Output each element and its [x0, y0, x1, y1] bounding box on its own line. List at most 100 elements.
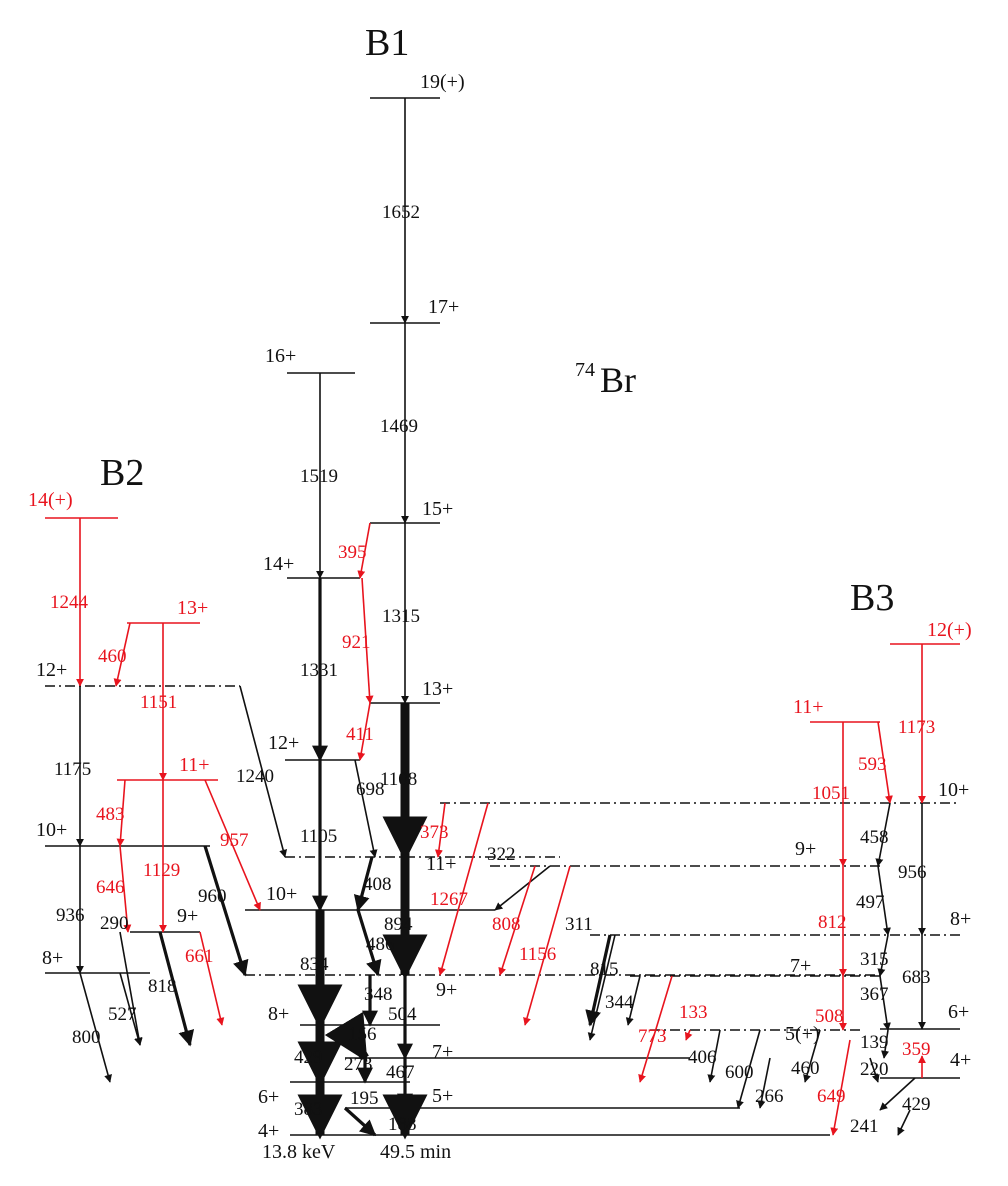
- transition-energy-818: 818: [148, 976, 177, 997]
- transition-energy-395: 395: [338, 542, 367, 563]
- spin-label-b1-19: 19(+): [420, 71, 465, 93]
- transition-energy-1652: 1652: [382, 202, 420, 223]
- band-title-b2: B2: [100, 452, 144, 494]
- transition-energy-373: 373: [420, 822, 449, 843]
- transition-energy-1129: 1129: [143, 860, 180, 881]
- spin-label-b3-8: 8+: [950, 908, 971, 930]
- transition-energy-646: 646: [96, 877, 125, 898]
- transition-energy-273: 273: [344, 1054, 373, 1075]
- transition-energy-1105: 1105: [300, 826, 337, 847]
- spin-label-b1-11: 11+: [426, 853, 457, 875]
- transition-497-arrow: [877, 865, 891, 936]
- transition-energy-957: 957: [220, 830, 249, 851]
- transition-960-arrow: [203, 845, 249, 977]
- transition-649-arrow: [830, 1039, 851, 1136]
- spin-label-b2-12: 12+: [36, 659, 67, 681]
- transition-593-arrow: [877, 721, 893, 804]
- labels-layer: 4+5+6+7+8+9+10+11+12+13+14+15+16+17+19(+…: [28, 71, 972, 1142]
- transition-energy-1151: 1151: [140, 692, 177, 713]
- transition-energy-460: 460: [791, 1058, 820, 1079]
- transition-290-arrow: [119, 931, 143, 1046]
- spin-label-b2-9: 9+: [177, 905, 198, 927]
- transition-483-arrow: [116, 779, 126, 847]
- spin-label-b1-10: 10+: [266, 883, 297, 905]
- transition-266-arrow: [757, 1057, 771, 1109]
- spin-label-b1-6: 6+: [258, 1086, 279, 1108]
- transition-486-arrow: [356, 909, 382, 977]
- transition-1267-arrow: [438, 802, 489, 976]
- transition-energy-698: 698: [356, 779, 385, 800]
- transition-energy-322: 322: [487, 844, 516, 865]
- transition-energy-359: 359: [902, 1039, 931, 1060]
- transition-921-arrow: [361, 577, 374, 704]
- transition-241-arrow: [897, 1109, 911, 1136]
- spin-label-b3-4: 4+: [950, 1049, 971, 1071]
- transition-460-arrow: [113, 622, 131, 687]
- transition-energy-1267: 1267: [430, 889, 468, 910]
- transition-energy-1244: 1244: [50, 592, 89, 613]
- transition-energy-367: 367: [860, 984, 889, 1005]
- transition-energy-344: 344: [605, 992, 634, 1013]
- spin-label-b1-7: 7+: [432, 1041, 453, 1063]
- spin-label-b1-16: 16+: [265, 345, 296, 367]
- transition-energy-195: 195: [350, 1088, 379, 1109]
- transition-energy-241: 241: [850, 1116, 879, 1137]
- spin-label-b3-12: 12(+): [927, 619, 972, 641]
- transition-773-arrow: [638, 975, 673, 1083]
- transition-energy-504: 504: [388, 1004, 417, 1025]
- transition-1156-arrow: [523, 865, 571, 1026]
- spin-label-b1-15: 15+: [422, 498, 453, 520]
- transition-315-arrow: [877, 934, 889, 977]
- spin-label-b1-17: 17+: [428, 296, 459, 318]
- transition-energy-936: 936: [56, 905, 85, 926]
- transition-367-arrow: [879, 975, 891, 1031]
- transition-energy-383: 383: [294, 1099, 323, 1120]
- isomer-halflife: 49.5 min: [380, 1141, 451, 1163]
- spin-label-b2-8: 8+: [42, 947, 63, 969]
- transition-957-arrow: [204, 779, 261, 911]
- transitions-layer: [76, 98, 926, 1140]
- nucleus-symbol: Br: [600, 360, 636, 400]
- transition-energy-188: 188: [388, 1114, 417, 1135]
- transition-energy-429: 429: [294, 1047, 323, 1068]
- transition-energy-408: 408: [363, 874, 392, 895]
- isomer-energy: 13.8 keV: [262, 1141, 336, 1163]
- spin-label-b3-6: 6+: [948, 1001, 969, 1023]
- transition-energy-483: 483: [96, 804, 125, 825]
- transition-energy-311: 311: [565, 914, 593, 935]
- transition-energy-266: 266: [755, 1086, 784, 1107]
- transition-156-arrow: [324, 1011, 369, 1062]
- transition-energy-411: 411: [346, 724, 374, 745]
- transition-460-arrow: [803, 1029, 821, 1083]
- transition-energy-600: 600: [725, 1062, 754, 1083]
- transition-energy-508: 508: [815, 1006, 844, 1027]
- transition-energy-220: 220: [860, 1059, 889, 1080]
- transition-energy-1156: 1156: [519, 944, 556, 965]
- transition-646-arrow: [119, 845, 132, 933]
- transition-818-arrow: [158, 931, 195, 1047]
- transition-energy-467: 467: [386, 1062, 415, 1083]
- transition-energy-649: 649: [817, 1086, 846, 1107]
- transition-408-arrow: [353, 856, 374, 912]
- transition-395-arrow: [357, 522, 371, 579]
- transition-661-arrow: [199, 931, 225, 1026]
- transition-energy-894: 894: [384, 914, 413, 935]
- transition-energy-661: 661: [185, 946, 214, 967]
- transition-458-arrow: [875, 802, 891, 867]
- transition-energy-527: 527: [108, 1004, 137, 1025]
- transition-195-arrow: [343, 1106, 377, 1137]
- transition-energy-460: 460: [98, 646, 127, 667]
- transition-406-arrow: [707, 1029, 721, 1083]
- spin-label-b2-11: 11+: [179, 754, 210, 776]
- transition-energy-315: 315: [860, 949, 889, 970]
- transition-energy-593: 593: [858, 754, 887, 775]
- transition-energy-1315: 1315: [382, 606, 420, 627]
- spin-label-b1-13: 13+: [422, 678, 453, 700]
- transition-energy-1175: 1175: [54, 759, 91, 780]
- spin-label-b1-4: 4+: [258, 1120, 279, 1142]
- transition-energy-1173: 1173: [898, 717, 935, 738]
- transition-322-arrow: [494, 865, 551, 911]
- band-title-b3: B3: [850, 577, 894, 619]
- transition-698-arrow: [354, 759, 378, 858]
